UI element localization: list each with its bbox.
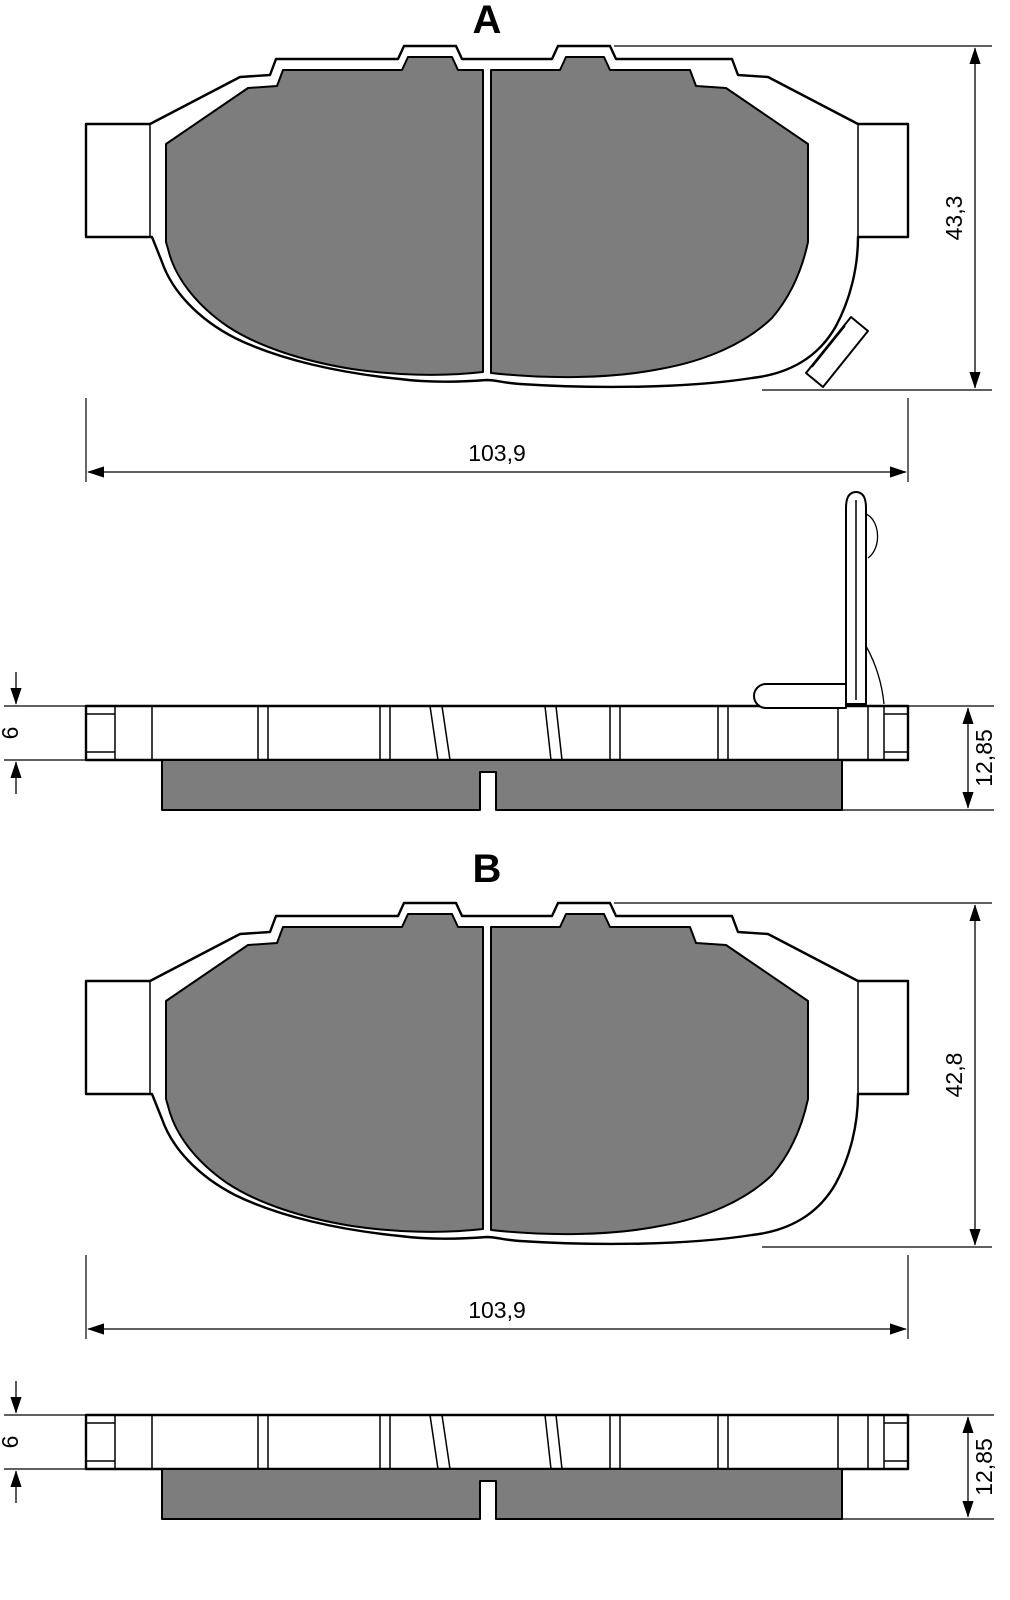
dim-a-plate-thickness-label: 6: [0, 727, 23, 740]
dim-a-width: 103,9: [85, 398, 909, 482]
pad-a-side-view: [84, 704, 910, 812]
retaining-clip: [753, 491, 885, 709]
dim-b-width: 103,9: [85, 1255, 909, 1339]
wear-indicator-tab: [805, 316, 869, 388]
dim-b-total-thickness-label: 12,85: [971, 1438, 997, 1496]
view-a-label: A: [473, 0, 502, 42]
pad-b-side-view: [84, 1413, 910, 1521]
clip-hook: [865, 513, 879, 559]
dim-b-height: 42,8: [614, 902, 992, 1248]
dim-b-width-label: 103,9: [468, 1297, 526, 1323]
clip-foot: [753, 683, 847, 709]
dim-a-width-label: 103,9: [468, 440, 526, 466]
dim-a-total-thickness-label: 12,85: [971, 729, 997, 787]
view-b-label: B: [473, 847, 502, 891]
dim-b-height-label: 42,8: [941, 1053, 967, 1098]
pad-a-front-view: [84, 44, 910, 389]
pad-b-front-view: [84, 901, 910, 1246]
dim-b-total-thickness: 12,85: [842, 1414, 997, 1520]
dim-a-total-thickness: 12,85: [842, 705, 997, 811]
clip-leg: [865, 645, 885, 705]
dim-a-height: 43,3: [614, 45, 992, 391]
dim-a-height-label: 43,3: [941, 196, 967, 241]
dim-b-plate-thickness-label: 6: [0, 1436, 23, 1449]
dim-b-plate-thickness: 6: [0, 1381, 86, 1503]
dim-a-plate-thickness: 6: [0, 672, 86, 794]
